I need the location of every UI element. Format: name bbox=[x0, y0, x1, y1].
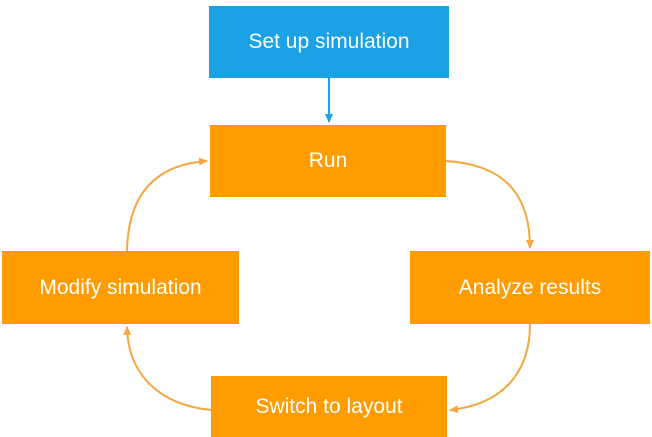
watermark: CSDN @( ˇ▯ω▯ˇ ) ▯▯ bbox=[473, 405, 603, 421]
arrow-run-to-analyze bbox=[445, 160, 534, 249]
switch-to-layout-node: Switch to layout bbox=[211, 376, 447, 437]
run-node: Run bbox=[210, 125, 446, 197]
arrow-modify-to-run bbox=[126, 157, 208, 252]
switch-to-layout-label: Switch to layout bbox=[255, 394, 403, 418]
arrow-analyze-to-switch bbox=[449, 323, 531, 414]
modify-simulation-label: Modify simulation bbox=[39, 275, 202, 299]
run-label: Run bbox=[308, 149, 348, 172]
analyze-results-label: Analyze results bbox=[458, 275, 602, 299]
modify-simulation-node: Modify simulation bbox=[2, 251, 239, 324]
setup-simulation-node: Set up simulation bbox=[209, 6, 449, 78]
analyze-results-node: Analyze results bbox=[410, 251, 650, 324]
setup-simulation-label: Set up simulation bbox=[248, 30, 410, 53]
arrow-switch-to-modify bbox=[123, 326, 212, 411]
